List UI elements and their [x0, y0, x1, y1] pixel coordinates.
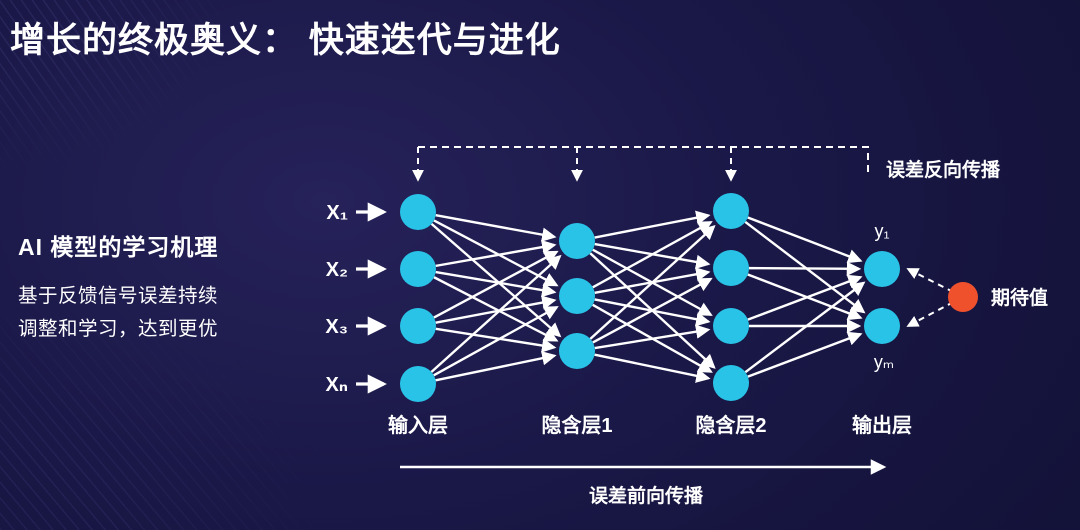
- expected-value-node: [948, 282, 978, 312]
- input-node: [400, 194, 436, 230]
- output-node: [864, 308, 900, 344]
- backprop-dashed-path: [418, 146, 869, 172]
- output-node-label: y₁: [874, 221, 889, 241]
- input-node-label: X₃: [325, 316, 348, 338]
- connection-arrow: [435, 351, 557, 382]
- connection-arrow: [592, 277, 713, 344]
- connection-arrow: [594, 353, 711, 383]
- connection-arrow: [435, 240, 557, 268]
- layer-label: 输出层: [852, 413, 912, 437]
- connection-arrow: [435, 295, 557, 324]
- left-panel-line-1: 基于反馈信号误差持续: [18, 285, 219, 307]
- connection-arrow: [594, 324, 711, 350]
- connection-arrow: [433, 306, 559, 377]
- connection-arrow: [430, 254, 562, 373]
- connection-arrow: [747, 331, 863, 378]
- input-node: [400, 251, 436, 287]
- backprop-label: 误差反向传播: [886, 158, 1001, 181]
- connection-arrow: [748, 261, 862, 276]
- left-panel: AI 模型的学习机理 基于反馈信号误差持续 调整和学习，达到更优: [18, 228, 308, 346]
- expected-label: 期待值: [991, 286, 1048, 309]
- left-panel-line-2: 调整和学习，达到更优: [18, 318, 219, 340]
- connection-arrow: [747, 274, 863, 321]
- input-node: [400, 308, 436, 344]
- connection-arrow: [589, 225, 716, 340]
- connection-arrow: [744, 281, 866, 374]
- hidden1-node: [559, 223, 595, 259]
- layer-label: 输入层: [388, 413, 448, 437]
- layer-label: 隐含层1: [541, 413, 612, 437]
- connection-arrow: [592, 221, 713, 289]
- connection-arrow: [433, 219, 559, 287]
- output-node: [864, 251, 900, 287]
- connection-arrow: [435, 270, 557, 298]
- slide-title: 增长的终极奥义： 快速迭代与进化: [10, 21, 561, 60]
- input-node: [400, 366, 436, 402]
- input-node-label: X₂: [326, 259, 348, 281]
- input-node-label: X₁: [326, 202, 348, 224]
- output-node-label: yₘ: [874, 352, 894, 372]
- connection-arrow: [435, 327, 557, 353]
- hidden2-node: [713, 193, 749, 229]
- hidden1-node: [559, 278, 595, 314]
- hidden2-node: [713, 250, 749, 286]
- input-node-label: Xₙ: [326, 374, 348, 396]
- connection-arrow: [433, 250, 559, 319]
- generated-diagram-layer: X₁ X₂ X₃ Xₙ y₁ yₘ 输入层 隐含层1 隐含层2 输出层: [325, 146, 978, 475]
- hidden2-node: [713, 365, 749, 401]
- hidden1-node: [559, 333, 595, 369]
- layer-label: 隐含层2: [695, 413, 766, 437]
- connection-arrow: [747, 273, 863, 321]
- connection-arrow: [433, 276, 559, 342]
- forward-label: 误差前向传播: [589, 484, 704, 507]
- connection-arrow: [435, 214, 557, 242]
- connection-arrow: [747, 216, 863, 264]
- hidden2-node: [713, 308, 749, 344]
- connection-arrow: [594, 210, 711, 239]
- left-panel-heading: AI 模型的学习机理: [18, 234, 219, 260]
